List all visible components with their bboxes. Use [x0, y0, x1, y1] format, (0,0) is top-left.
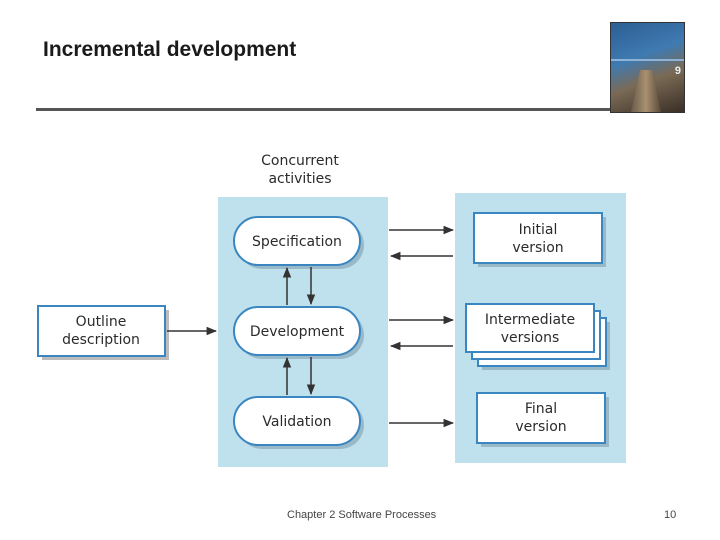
- final-version-box: [476, 392, 606, 444]
- validation-activity: [233, 396, 361, 446]
- validation-label: Validation: [262, 414, 331, 430]
- outline-description-box: [37, 305, 166, 357]
- page-number: 10: [664, 509, 677, 521]
- intermediate-versions-box: [465, 303, 595, 353]
- book-cover-image: 9: [610, 22, 685, 113]
- intermediate-label-line-2: versions: [501, 330, 560, 346]
- development-activity: [233, 306, 361, 356]
- cover-edition-mark: 9: [674, 65, 681, 77]
- slide-title: Incremental development: [43, 38, 297, 61]
- title-divider: [36, 108, 685, 111]
- concurrent-label-line-2: activities: [268, 171, 331, 187]
- initial-label-line-2: version: [512, 240, 563, 256]
- initial-version-box: [473, 212, 603, 264]
- footer-chapter: Chapter 2 Software Processes: [287, 509, 437, 521]
- outline-label-line-1: Outline: [76, 314, 127, 330]
- intermediate-label-line-1: Intermediate: [485, 312, 575, 328]
- final-label-line-2: version: [515, 419, 566, 435]
- initial-label-line-1: Initial: [519, 222, 558, 238]
- final-label-line-1: Final: [525, 401, 557, 417]
- development-label: Development: [250, 324, 345, 340]
- specification-label: Specification: [252, 234, 342, 250]
- cover-band: [611, 59, 684, 61]
- specification-activity: [233, 216, 361, 266]
- outline-label-line-2: description: [62, 332, 140, 348]
- concurrent-label-line-1: Concurrent: [261, 153, 339, 169]
